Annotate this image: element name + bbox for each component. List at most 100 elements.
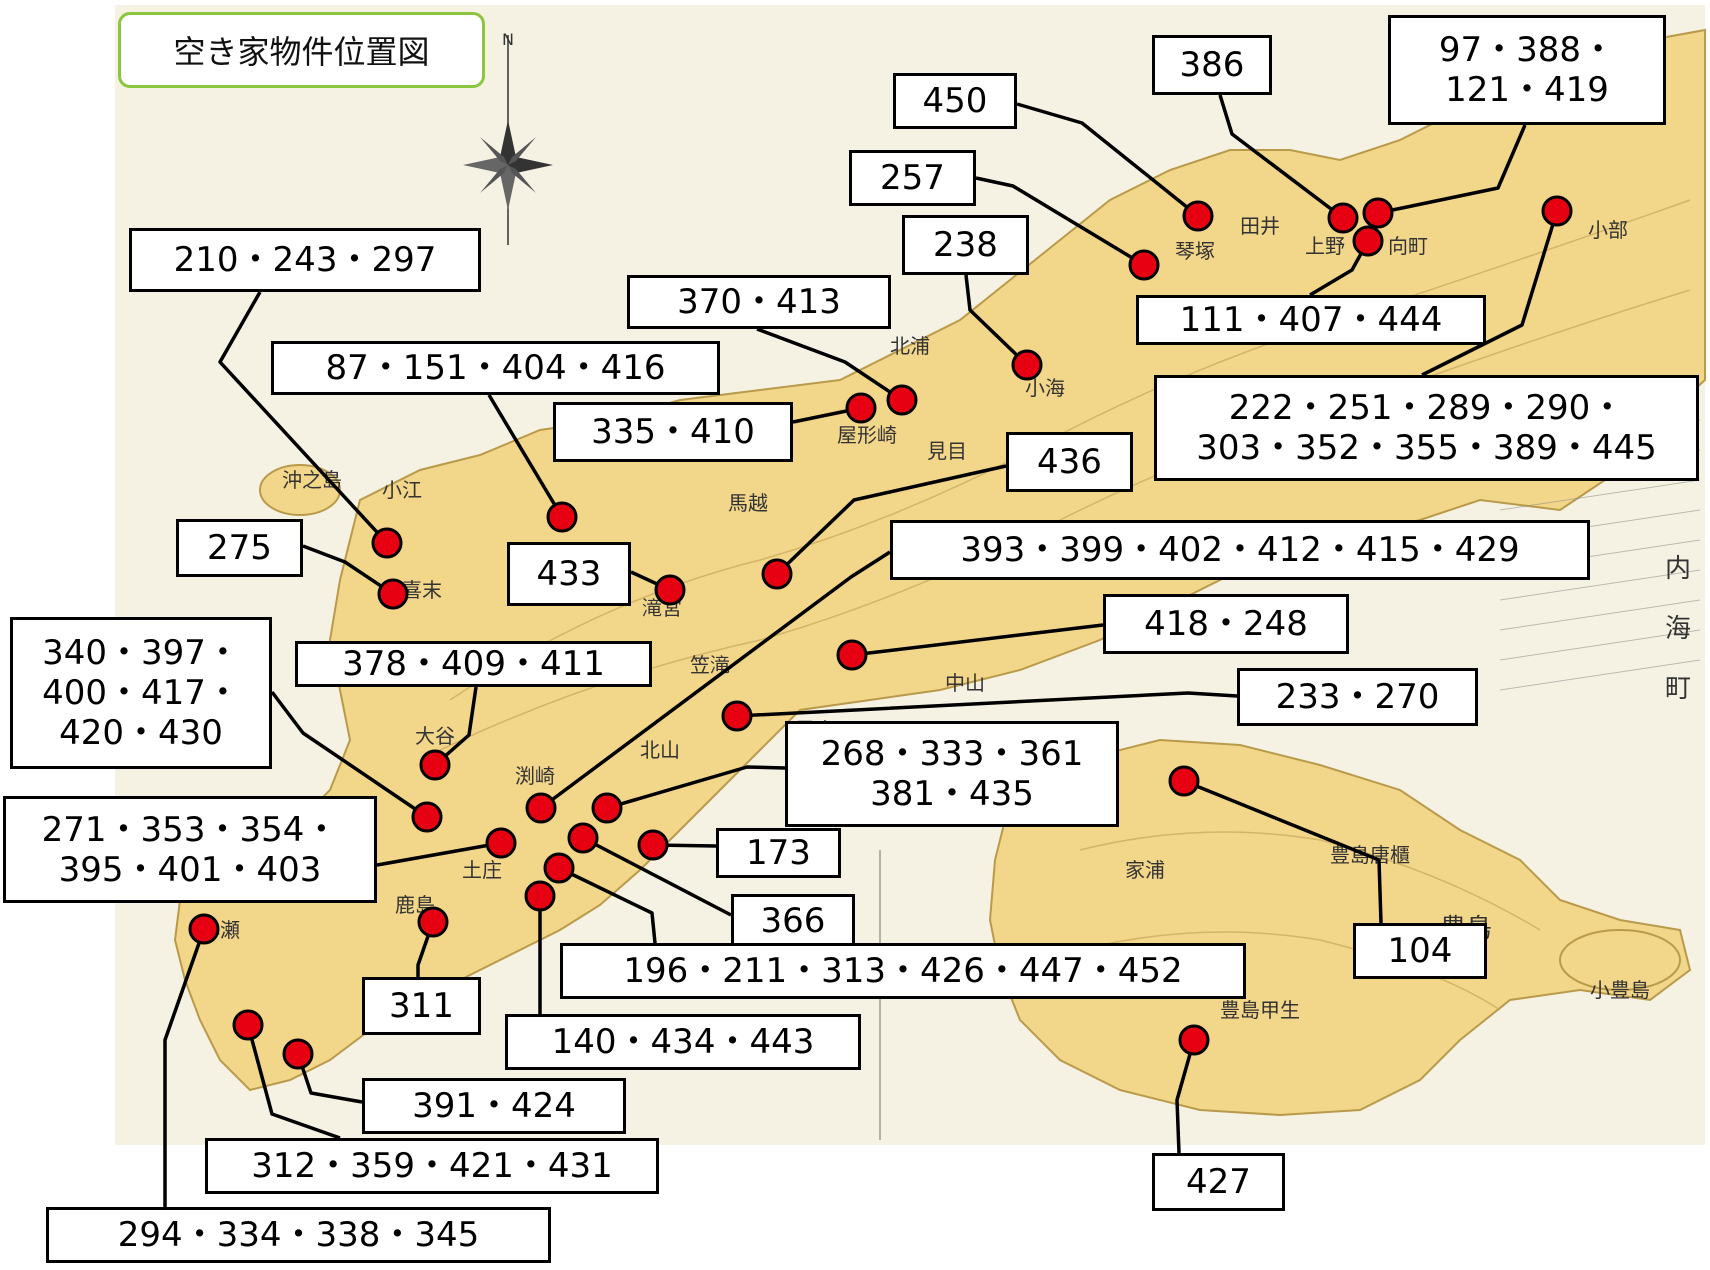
place-name: 家浦 <box>1125 858 1165 882</box>
property-label[interactable]: 393・399・402・412・415・429 <box>890 520 1590 580</box>
property-marker[interactable] <box>654 574 686 606</box>
property-marker[interactable] <box>1011 349 1043 381</box>
property-marker[interactable] <box>886 384 918 416</box>
property-label[interactable]: 222・251・289・290・ 303・352・355・389・445 <box>1154 375 1699 481</box>
property-marker[interactable] <box>282 1038 314 1070</box>
property-label[interactable]: 196・211・313・426・447・452 <box>560 943 1246 999</box>
property-label[interactable]: 173 <box>716 828 841 878</box>
property-marker[interactable] <box>1128 249 1160 281</box>
property-marker[interactable] <box>1327 202 1359 234</box>
property-marker[interactable] <box>761 558 793 590</box>
property-label[interactable]: 87・151・404・416 <box>271 341 720 395</box>
property-label[interactable]: 111・407・444 <box>1136 295 1486 345</box>
property-label[interactable]: 97・388・ 121・419 <box>1388 15 1666 125</box>
place-name: 土庄 <box>462 858 502 882</box>
property-label[interactable]: 418・248 <box>1103 594 1349 654</box>
leader-line <box>1377 124 1527 215</box>
property-label[interactable]: 450 <box>893 73 1017 129</box>
property-marker[interactable] <box>411 801 443 833</box>
property-label[interactable]: 140・434・443 <box>505 1014 861 1070</box>
property-label[interactable]: 294・334・338・345 <box>46 1207 551 1263</box>
property-marker[interactable] <box>188 913 220 945</box>
property-marker[interactable] <box>1541 195 1573 227</box>
property-marker[interactable] <box>417 906 449 938</box>
property-marker[interactable] <box>419 749 451 781</box>
property-marker[interactable] <box>1362 197 1394 229</box>
place-name: 見目 <box>927 439 967 463</box>
property-marker[interactable] <box>567 822 599 854</box>
property-marker[interactable] <box>845 392 877 424</box>
property-marker[interactable] <box>1182 200 1214 232</box>
property-label[interactable]: 391・424 <box>362 1078 626 1134</box>
place-name: 小部 <box>1588 218 1628 242</box>
leader-line <box>218 291 389 545</box>
leader-line <box>246 1024 341 1140</box>
property-label[interactable]: 312・359・421・431 <box>205 1138 659 1194</box>
map-title: 空き家物件位置図 <box>118 12 485 88</box>
property-label[interactable]: 271・353・354・ 395・401・403 <box>3 796 377 903</box>
property-marker[interactable] <box>377 578 409 610</box>
property-marker[interactable] <box>546 501 578 533</box>
leader-line <box>1175 1039 1196 1154</box>
property-label[interactable]: 233・270 <box>1237 668 1478 726</box>
property-label[interactable]: 427 <box>1152 1153 1285 1211</box>
property-label[interactable]: 238 <box>902 215 1029 275</box>
place-name: 渕崎 <box>515 764 555 788</box>
place-name: 小海 <box>1025 376 1065 400</box>
leader-line <box>487 394 564 518</box>
property-label[interactable]: 210・243・297 <box>129 228 481 292</box>
place-name: 大谷 <box>415 724 455 748</box>
svg-text:N: N <box>502 30 514 49</box>
property-marker[interactable] <box>836 639 868 671</box>
property-marker[interactable] <box>525 792 557 824</box>
place-name: 上野 <box>1305 234 1345 258</box>
property-label[interactable]: 104 <box>1353 923 1487 979</box>
property-marker[interactable] <box>1178 1024 1210 1056</box>
leader-line <box>964 274 1029 367</box>
leader-line <box>376 841 502 867</box>
north-arrow-icon: N <box>463 30 553 245</box>
property-marker[interactable] <box>591 792 623 824</box>
property-label[interactable]: 370・413 <box>627 275 891 329</box>
island-teshima <box>988 738 1692 1117</box>
property-label[interactable]: 386 <box>1152 35 1272 95</box>
leader-line <box>539 550 891 810</box>
place-name: 向町 <box>1388 234 1428 258</box>
leader-line <box>606 765 786 810</box>
property-label[interactable]: 257 <box>849 150 976 206</box>
place-name: 北山 <box>640 738 680 762</box>
island-kotejima <box>1559 929 1681 991</box>
leader-line <box>851 623 1104 657</box>
property-marker[interactable] <box>543 852 575 884</box>
property-marker[interactable] <box>371 527 403 559</box>
place-name: 中山 <box>945 671 985 695</box>
property-marker[interactable] <box>1352 225 1384 257</box>
property-label[interactable]: 378・409・411 <box>295 641 652 687</box>
leader-line <box>1016 102 1200 218</box>
property-label[interactable]: 268・333・361 381・435 <box>785 721 1119 827</box>
property-label[interactable]: 311 <box>362 977 481 1035</box>
place-name: 小豊島 <box>1590 978 1650 1002</box>
property-label[interactable]: 366 <box>731 894 855 948</box>
property-marker[interactable] <box>524 880 556 912</box>
property-marker[interactable] <box>232 1009 264 1041</box>
property-marker[interactable] <box>721 700 753 732</box>
place-name: 豊島甲生 <box>1220 998 1300 1022</box>
property-marker[interactable] <box>1168 765 1200 797</box>
property-label[interactable]: 275 <box>176 519 303 577</box>
leader-line <box>775 464 1007 576</box>
leader-line <box>1421 210 1559 377</box>
place-name: 屋形崎 <box>837 423 897 447</box>
property-markers <box>188 195 1573 1070</box>
leader-line <box>1183 779 1383 924</box>
property-marker[interactable] <box>485 827 517 859</box>
place-name: 田井 <box>1240 214 1280 238</box>
property-label[interactable]: 340・397・ 400・417・ 420・430 <box>10 617 272 769</box>
property-label[interactable]: 433 <box>507 542 631 606</box>
leader-line <box>302 544 394 596</box>
property-marker[interactable] <box>637 829 669 861</box>
place-name: 琴塚 <box>1175 239 1215 263</box>
property-label[interactable]: 335・410 <box>553 402 793 462</box>
property-label[interactable]: 436 <box>1006 432 1133 492</box>
